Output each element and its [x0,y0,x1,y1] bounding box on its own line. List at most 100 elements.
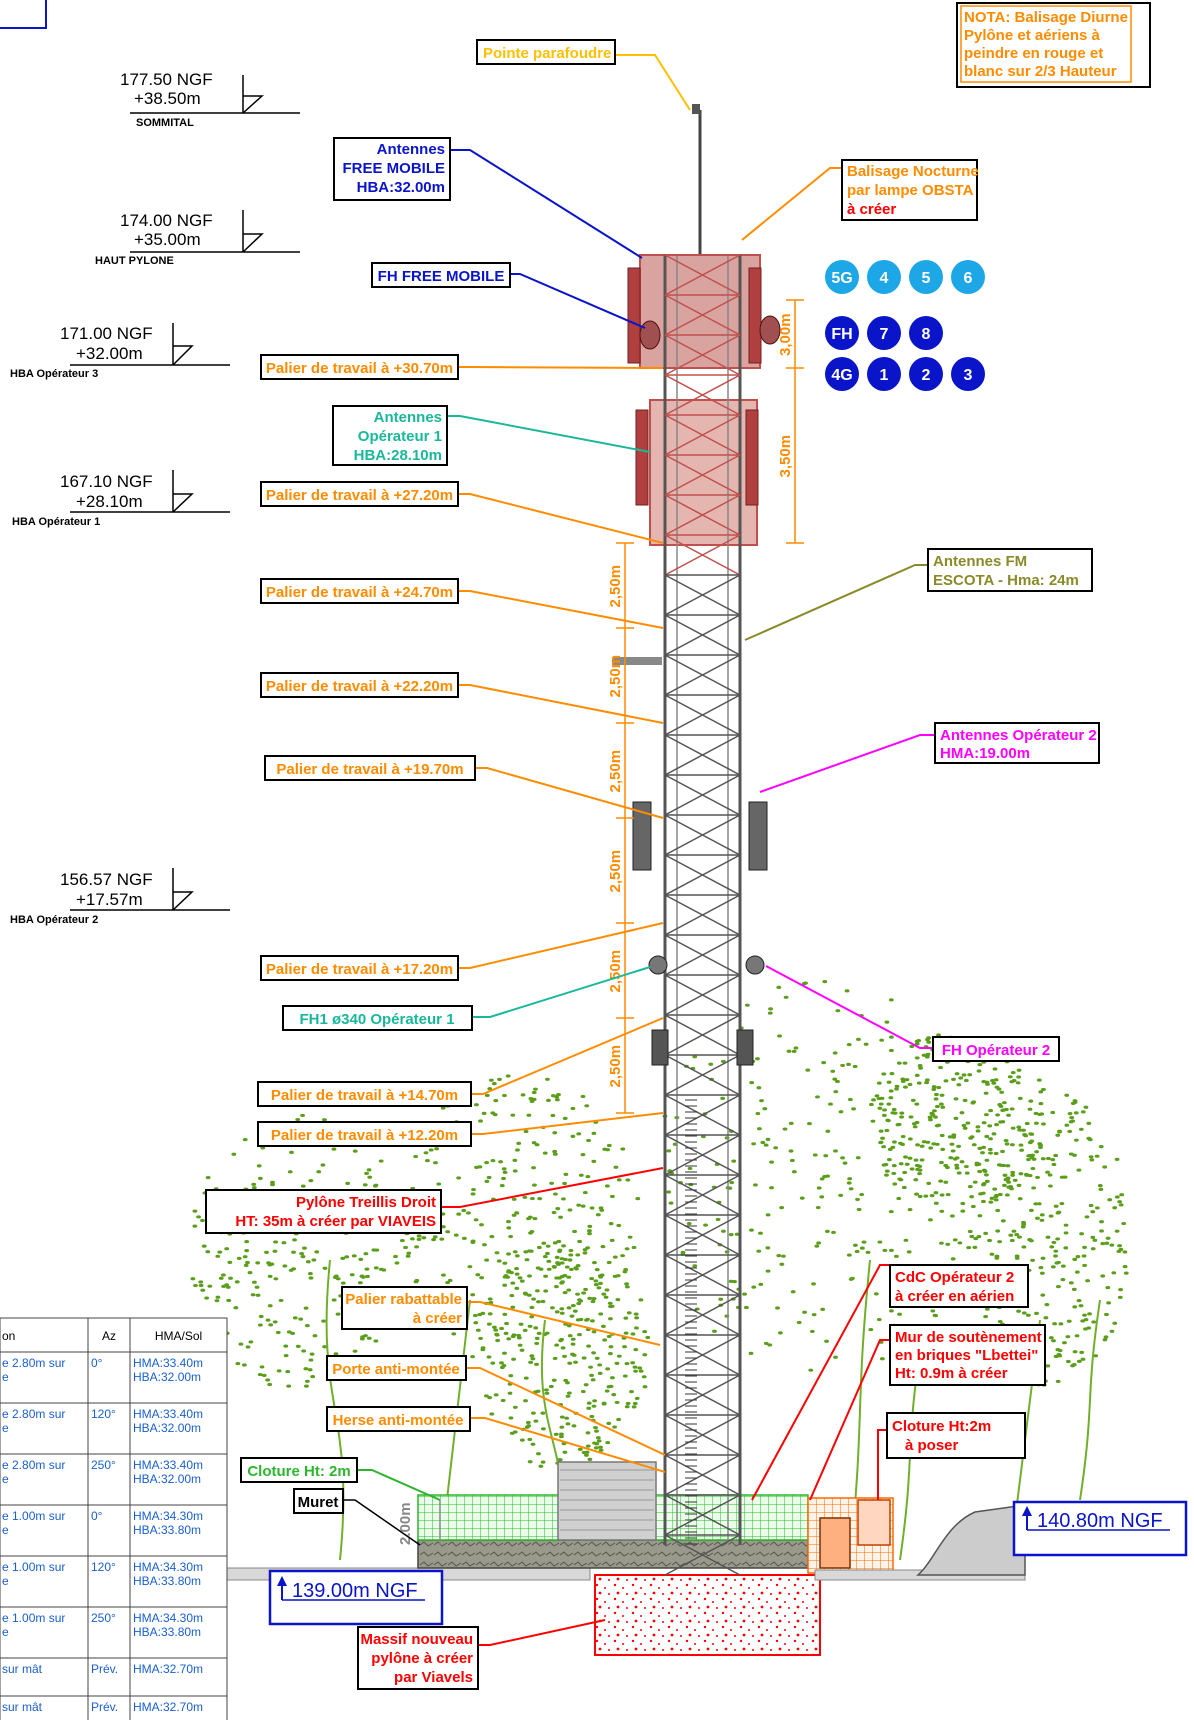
leaf [331,1298,337,1302]
palier-label: Palier de travail à +17.20m [266,961,453,978]
leaf [977,1214,983,1218]
leaf [886,1102,892,1106]
leaf [276,1369,282,1373]
leaf [943,1079,949,1083]
leaf [559,1257,565,1261]
leaf [531,1141,537,1145]
leaf [371,1248,377,1252]
leaf [559,1425,565,1429]
leaf [512,1158,518,1162]
leaf [928,1118,933,1122]
leaf [322,1118,327,1122]
leaf [728,1233,734,1237]
leaf [870,1119,876,1123]
leaf [997,1103,1003,1107]
tower-brace [664,1334,741,1376]
leaf [1044,1303,1050,1307]
leaf [531,1411,536,1415]
palier-box [260,955,459,981]
lightning-tip [692,104,700,114]
leaf [322,1345,328,1349]
leaf [352,1149,358,1153]
leaf [196,1215,201,1219]
leaf [917,1194,923,1199]
leaf [308,1276,314,1280]
leaf [478,1119,483,1123]
leaf [926,1040,932,1044]
table-cell: e 1.00m sur [2,1560,65,1574]
dim-label: 3,50m [777,435,794,478]
leaf [1033,1202,1039,1206]
callout-free-mobile [333,137,451,201]
leaf [1010,1126,1016,1130]
table-cell: e [2,1523,9,1537]
leaf [939,1102,944,1106]
leaf [889,1072,895,1076]
leaf [578,1173,584,1177]
leaf [378,1159,384,1163]
leaf [366,1168,372,1172]
leaf [518,1322,524,1326]
leaf [812,1153,818,1157]
lattice-tower [612,104,781,1576]
leaf [916,1038,922,1043]
leaf [331,1147,337,1151]
ngf-left-label: 139.00m NGF [292,1580,418,1602]
leaf [217,1250,223,1254]
tower-brace [664,494,741,536]
leaf [995,1229,1001,1233]
leaf [808,1368,814,1372]
badge-circle [867,316,901,350]
leaf [1039,1213,1045,1217]
palier-box [260,354,459,380]
leaf [298,1317,304,1321]
leaf [597,1363,603,1367]
leaf [493,1393,499,1397]
leaf [595,1436,601,1440]
leaf [900,1077,906,1081]
leaf [840,1063,845,1068]
leaf [969,1195,975,1199]
leaf [585,1175,591,1179]
leaf [526,1293,532,1297]
leaf [470,1293,476,1297]
leaf [409,1237,415,1241]
leaf [1082,1263,1087,1268]
leaf [1010,1071,1016,1075]
badge-label: 7 [880,326,889,343]
leaf [939,1209,945,1213]
op1-line3: HBA:28.10m [354,447,442,464]
leaf [758,1282,764,1286]
leaf [307,1368,313,1372]
leaf [1065,1359,1071,1364]
leaf [502,1170,508,1174]
leaf [880,1136,885,1140]
leaf [788,1121,794,1125]
leaf [533,1419,539,1423]
leaf [917,1063,923,1068]
leaf [244,1249,250,1253]
leaf [910,1098,916,1102]
leaf [1009,1238,1015,1243]
leaf [192,1224,198,1228]
leaf [977,1146,983,1150]
leaf [242,1255,248,1259]
leaf [472,1313,478,1318]
leaf [559,1432,564,1436]
fm-antenna-bracket [612,657,662,665]
leaf [1053,1153,1059,1158]
cloture-line2: à poser [905,1437,959,1454]
leaf [484,1258,490,1262]
leaf [825,1174,831,1178]
leaf [586,1138,591,1143]
leaf [945,1192,951,1197]
leaf [888,1089,894,1093]
elevation-sub: SOMMITAL [136,117,194,129]
leaf [582,1190,588,1195]
leaf [564,1265,570,1269]
leaf [1063,1223,1069,1227]
tower-brace [664,854,741,896]
leaf [587,1229,592,1233]
leaf [587,1296,593,1300]
